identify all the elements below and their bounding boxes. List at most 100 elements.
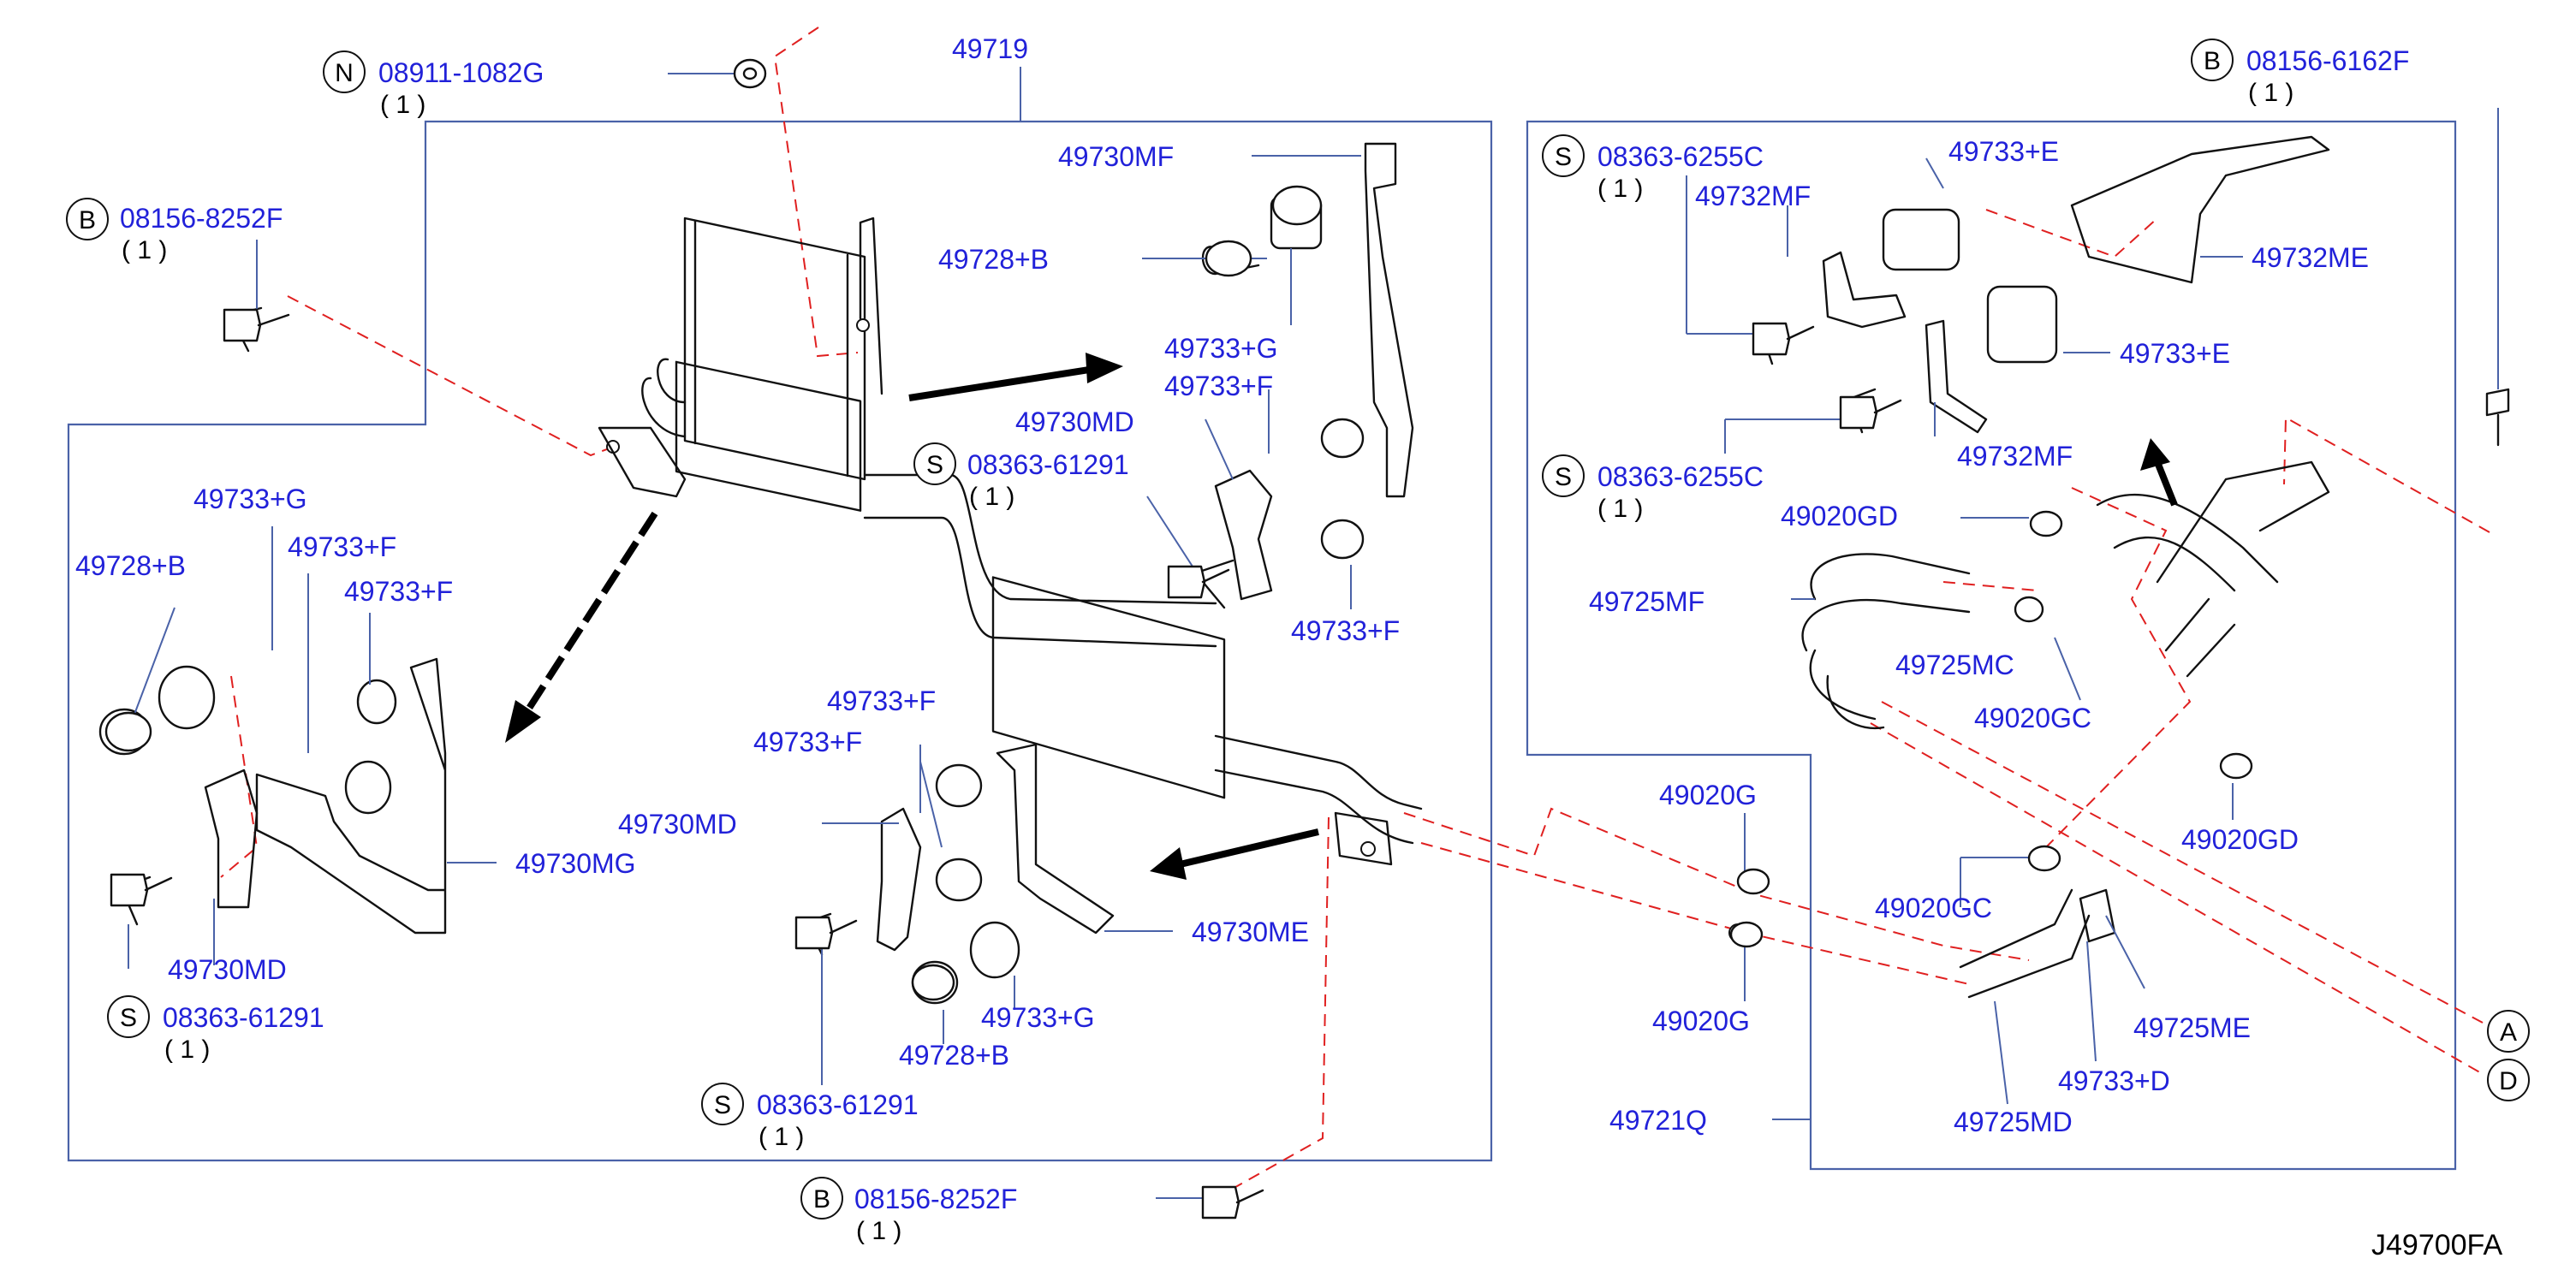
svg-text:S: S [714, 1091, 731, 1119]
diagram-code: J49700FA [2371, 1229, 2502, 1261]
part-label: 49733+E [2120, 338, 2230, 369]
part-number: 08363-61291 [757, 1089, 919, 1120]
hose-clip-icon [1729, 510, 2253, 948]
part-label: 49725ME [2133, 1012, 2251, 1043]
arrow-head-up [2140, 438, 2170, 471]
brackets-upper-right [1193, 142, 1414, 609]
part-label: 49733+G [981, 1002, 1095, 1033]
part-label: 49725MF [1589, 586, 1704, 617]
ref-line-bolt-bottom [1215, 816, 1330, 1199]
arrow-head-down-left [505, 700, 541, 743]
svg-text:S: S [926, 451, 943, 479]
part-label: 49020GC [1875, 893, 1992, 923]
svg-text:D: D [2499, 1067, 2518, 1095]
part-label: 49725MC [1895, 650, 2014, 680]
s-prefix-circle-icon: S [913, 442, 956, 485]
part-number: 08363-6255C [1597, 141, 1764, 172]
quantity: ( 1 ) [856, 1217, 901, 1245]
part-label: 49730MG [515, 848, 636, 879]
part-label: 49020GD [2181, 824, 2299, 855]
mounts-right [1753, 108, 2510, 447]
ref-line-mount-top [1985, 209, 2158, 258]
direction-arrows [505, 353, 2178, 880]
part-label: 49020G [1652, 1006, 1750, 1036]
part-label: 49020GC [1974, 703, 2091, 733]
bolt-icon [794, 916, 858, 950]
fasteners [104, 58, 2253, 1220]
part-label: 49725MD [1954, 1107, 2073, 1137]
quantity: ( 1 ) [1597, 495, 1643, 523]
left-assembly-frame [67, 120, 1493, 1162]
quantity: ( 1 ) [2248, 79, 2293, 107]
s-prefix-circle-icon: S [1542, 454, 1585, 497]
svg-text:N: N [335, 59, 354, 87]
s-prefix-circle-icon: S [107, 995, 150, 1038]
part-label: 49733+G [193, 484, 307, 514]
part-label: 49733+G [1164, 333, 1278, 364]
part-number: 08911-1082G [378, 57, 544, 88]
svg-text:S: S [1555, 463, 1572, 491]
ref-line-clip-chain [2045, 487, 2192, 848]
frames [67, 67, 2457, 1171]
part-label: 49730MF [1058, 141, 1174, 172]
part-label: 49728+B [75, 550, 186, 581]
part-number: 08156-8252F [854, 1184, 1017, 1214]
quantity: ( 1 ) [122, 236, 167, 264]
bolt-icon [1201, 1185, 1264, 1220]
ref-line-bracket-left [220, 675, 259, 878]
part-label: 49733+F [344, 576, 453, 607]
part-label: 49728+B [899, 1040, 1009, 1071]
n-prefix-circle-icon: N [323, 50, 366, 93]
ref-line-bolt-left [287, 295, 619, 457]
ref-line-hose-clip [1942, 581, 2038, 591]
quantity: ( 1 ) [1597, 175, 1643, 203]
ref-line-nut [773, 27, 859, 358]
part-label: 49733+F [288, 531, 396, 562]
part-label: 49730MD [618, 809, 737, 840]
svg-text:S: S [1555, 143, 1572, 171]
part-number: 08156-8252F [120, 203, 283, 234]
connector-a-circle-icon: A [2487, 1010, 2530, 1053]
part-label: 49733+F [1291, 615, 1400, 646]
part-label: 49733+D [2058, 1065, 2170, 1096]
svg-text:B: B [813, 1185, 830, 1214]
ref-line-bolt-right [2283, 416, 2490, 533]
part-label: 49020G [1659, 780, 1757, 810]
callout-text: 08911-1082G ( 1 ) 08156-8252F ( 1 ) 0815… [75, 33, 2502, 1261]
part-label: 49730MD [168, 954, 287, 985]
b-prefix-circle-icon: B [2191, 39, 2234, 81]
part-label: 49733+F [1164, 371, 1273, 401]
svg-text:B: B [2204, 47, 2221, 75]
quantity: ( 1 ) [969, 483, 1014, 511]
part-label: 49733+F [753, 727, 862, 757]
part-label: 49732MF [1695, 181, 1811, 211]
svg-text:A: A [2500, 1018, 2517, 1047]
nut-icon [733, 58, 767, 89]
brackets-middle [799, 743, 1115, 1005]
oil-cooler [598, 217, 1423, 866]
bolt-icon [1839, 395, 1902, 430]
s-prefix-circle-icon: S [1542, 134, 1585, 177]
arrow-head-left [1150, 847, 1187, 880]
part-label: 49721Q [1609, 1105, 1707, 1136]
leader-lines [128, 73, 2243, 1199]
b-prefix-circle-icon: B [800, 1177, 843, 1220]
quantity: ( 1 ) [380, 91, 425, 119]
bolt-icon [223, 308, 290, 342]
part-label: 49020GD [1781, 501, 1898, 531]
part-label: 49730MD [1015, 407, 1134, 437]
b-prefix-circle-icon: B [66, 198, 109, 240]
quantity: ( 1 ) [164, 1036, 210, 1064]
bolt-icon [110, 873, 173, 907]
part-number: 08363-61291 [163, 1002, 324, 1033]
prefix-circles: N B B B S S S S S A D [66, 39, 2530, 1220]
s-prefix-circle-icon: S [701, 1083, 744, 1125]
part-label: 49733+E [1948, 136, 2059, 167]
part-label: 49728+B [938, 244, 1049, 275]
part-label: 49733+F [827, 685, 936, 716]
washer-icon [104, 240, 1252, 1001]
part-label: 49732MF [1957, 441, 2073, 472]
arrow-head-right [1086, 353, 1123, 383]
quantity: ( 1 ) [759, 1123, 804, 1151]
